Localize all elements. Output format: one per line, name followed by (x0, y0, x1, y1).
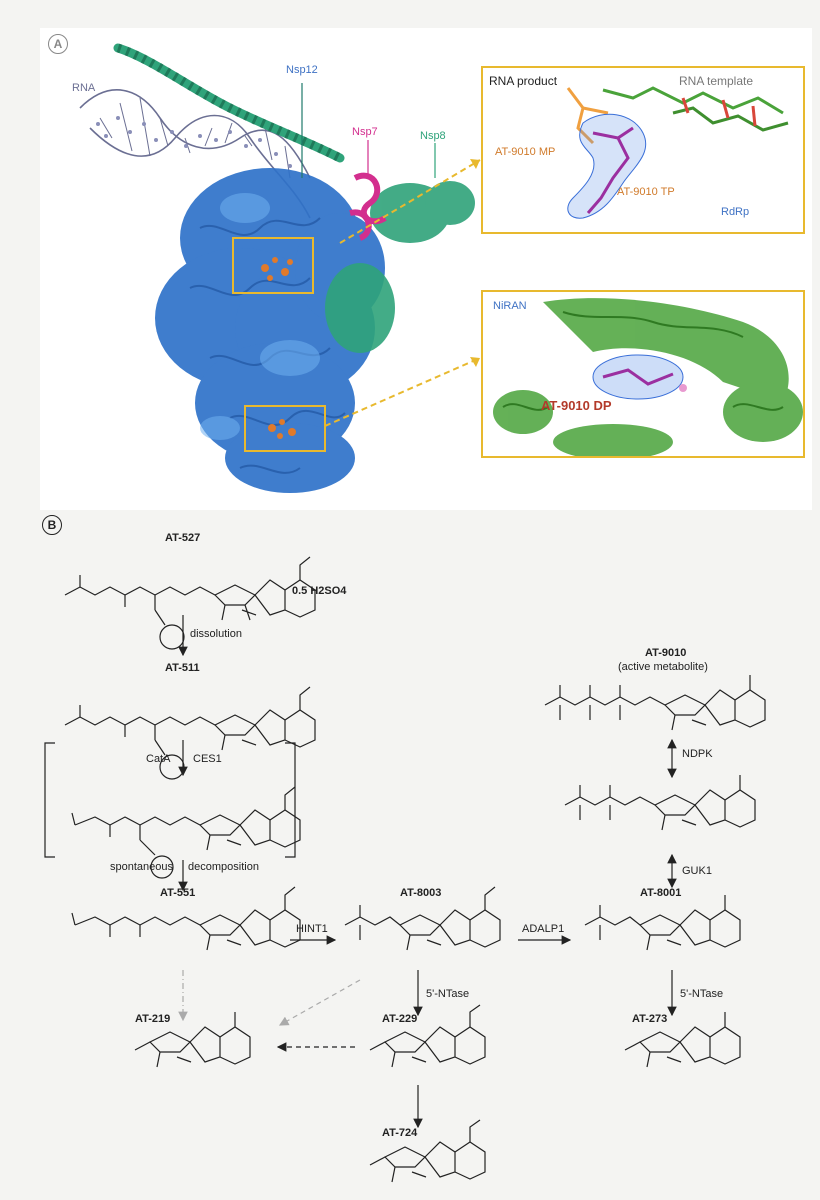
active-site-box-bottom (244, 405, 326, 452)
label-at551: AT-551 (160, 887, 196, 899)
structure-at9010 (544, 675, 766, 731)
rdrp-density-illustration (566, 86, 789, 219)
label-at219: AT-219 (135, 1013, 171, 1025)
label-at9010-tp: AT-9010 TP (617, 186, 675, 198)
label-dissolution: dissolution (190, 628, 242, 640)
label-at9010: AT-9010 (645, 647, 687, 659)
structure-at527 (64, 556, 316, 650)
density-mesh (567, 113, 647, 219)
label-ntase-left: 5'-NTase (426, 988, 470, 1000)
label-adalp1: ADALP1 (522, 923, 565, 935)
label-at527: AT-527 (165, 532, 201, 544)
structure-at551 (71, 886, 301, 951)
label-at273: AT-273 (632, 1013, 668, 1025)
arrow-to-top-inset (339, 159, 481, 244)
label-rdrp: RdRp (721, 206, 750, 218)
structure-diphosphate (564, 775, 756, 831)
panel-a-letter: A (48, 34, 68, 54)
niran-protein (493, 298, 803, 456)
label-spontaneous: spontaneous (110, 861, 173, 873)
label-nsp8: Nsp8 (420, 130, 446, 142)
panel-a-structure: A (40, 28, 812, 510)
label-salt: 0.5 H2SO4 (292, 585, 347, 597)
bracket-right (285, 742, 296, 858)
at9010-tp-sticks (586, 126, 634, 214)
label-at9010-mp: AT-9010 MP (495, 146, 556, 158)
ligand-bottom (268, 419, 296, 439)
label-decomposition: decomposition (188, 861, 259, 873)
label-ntase-right: 5'-NTase (680, 988, 724, 1000)
structure-at229 (369, 1004, 486, 1068)
arrowhead-bottom-inset (470, 357, 480, 367)
structure-at8001 (584, 895, 741, 951)
label-nsp7: Nsp7 (352, 126, 378, 138)
structure-at219 (134, 1012, 251, 1068)
structure-at724 (369, 1119, 486, 1183)
nsp8-domain (325, 181, 475, 353)
arrow-8003-to-219-gray (278, 979, 361, 1026)
label-cata: CatA (146, 753, 171, 765)
label-at9010-dp: AT-9010 DP (541, 398, 612, 413)
label-at8003: AT-8003 (400, 887, 442, 899)
bracket-left (44, 742, 55, 858)
panel-b-metabolic-pathway: B (0, 515, 820, 1200)
at9010-dp-sticks (602, 368, 674, 386)
label-at724: AT-724 (382, 1127, 418, 1139)
structure-at8003 (344, 886, 501, 951)
protein-complex-illustration (79, 43, 481, 493)
nsp8-helix-dash (116, 43, 343, 163)
label-at8001: AT-8001 (640, 887, 682, 899)
panel-b-letter: B (42, 515, 62, 535)
label-rna: RNA (72, 82, 96, 94)
label-guk1: GUK1 (682, 865, 712, 877)
active-site-box-top (232, 237, 314, 294)
rna-dots (96, 116, 292, 168)
label-ndpk: NDPK (682, 748, 713, 760)
label-at229: AT-229 (382, 1013, 418, 1025)
label-hint1: HINT1 (296, 923, 328, 935)
pathway-diagram (44, 556, 766, 1183)
label-rna-template: RNA template (679, 74, 754, 88)
label-at9010-note: (active metabolite) (618, 661, 708, 673)
structure-at511 (64, 686, 316, 780)
label-nsp12: Nsp12 (286, 64, 318, 76)
metal-ion (679, 384, 687, 392)
niran-density-illustration (493, 298, 803, 456)
arrowhead-top-inset (470, 159, 480, 169)
label-niran: NiRAN (493, 300, 527, 312)
inset-rdrp: RNA product RNA template AT-9010 MP AT-9… (481, 66, 805, 234)
rna-template-sticks (602, 86, 789, 132)
structure-intermediate (71, 786, 301, 879)
nsp7-domain (349, 172, 387, 241)
label-rna-product: RNA product (489, 74, 558, 88)
niran-texture (502, 311, 784, 411)
nsp12-highlights (200, 193, 320, 440)
ligand-top (261, 257, 293, 281)
label-ces1: CES1 (193, 753, 222, 765)
rna-product-sticks (566, 87, 609, 145)
structure-at273 (624, 1012, 741, 1068)
label-at511: AT-511 (165, 662, 200, 674)
arrow-to-bottom-inset (324, 357, 481, 427)
inset-niran: NiRAN AT-9010 DP (481, 290, 805, 458)
